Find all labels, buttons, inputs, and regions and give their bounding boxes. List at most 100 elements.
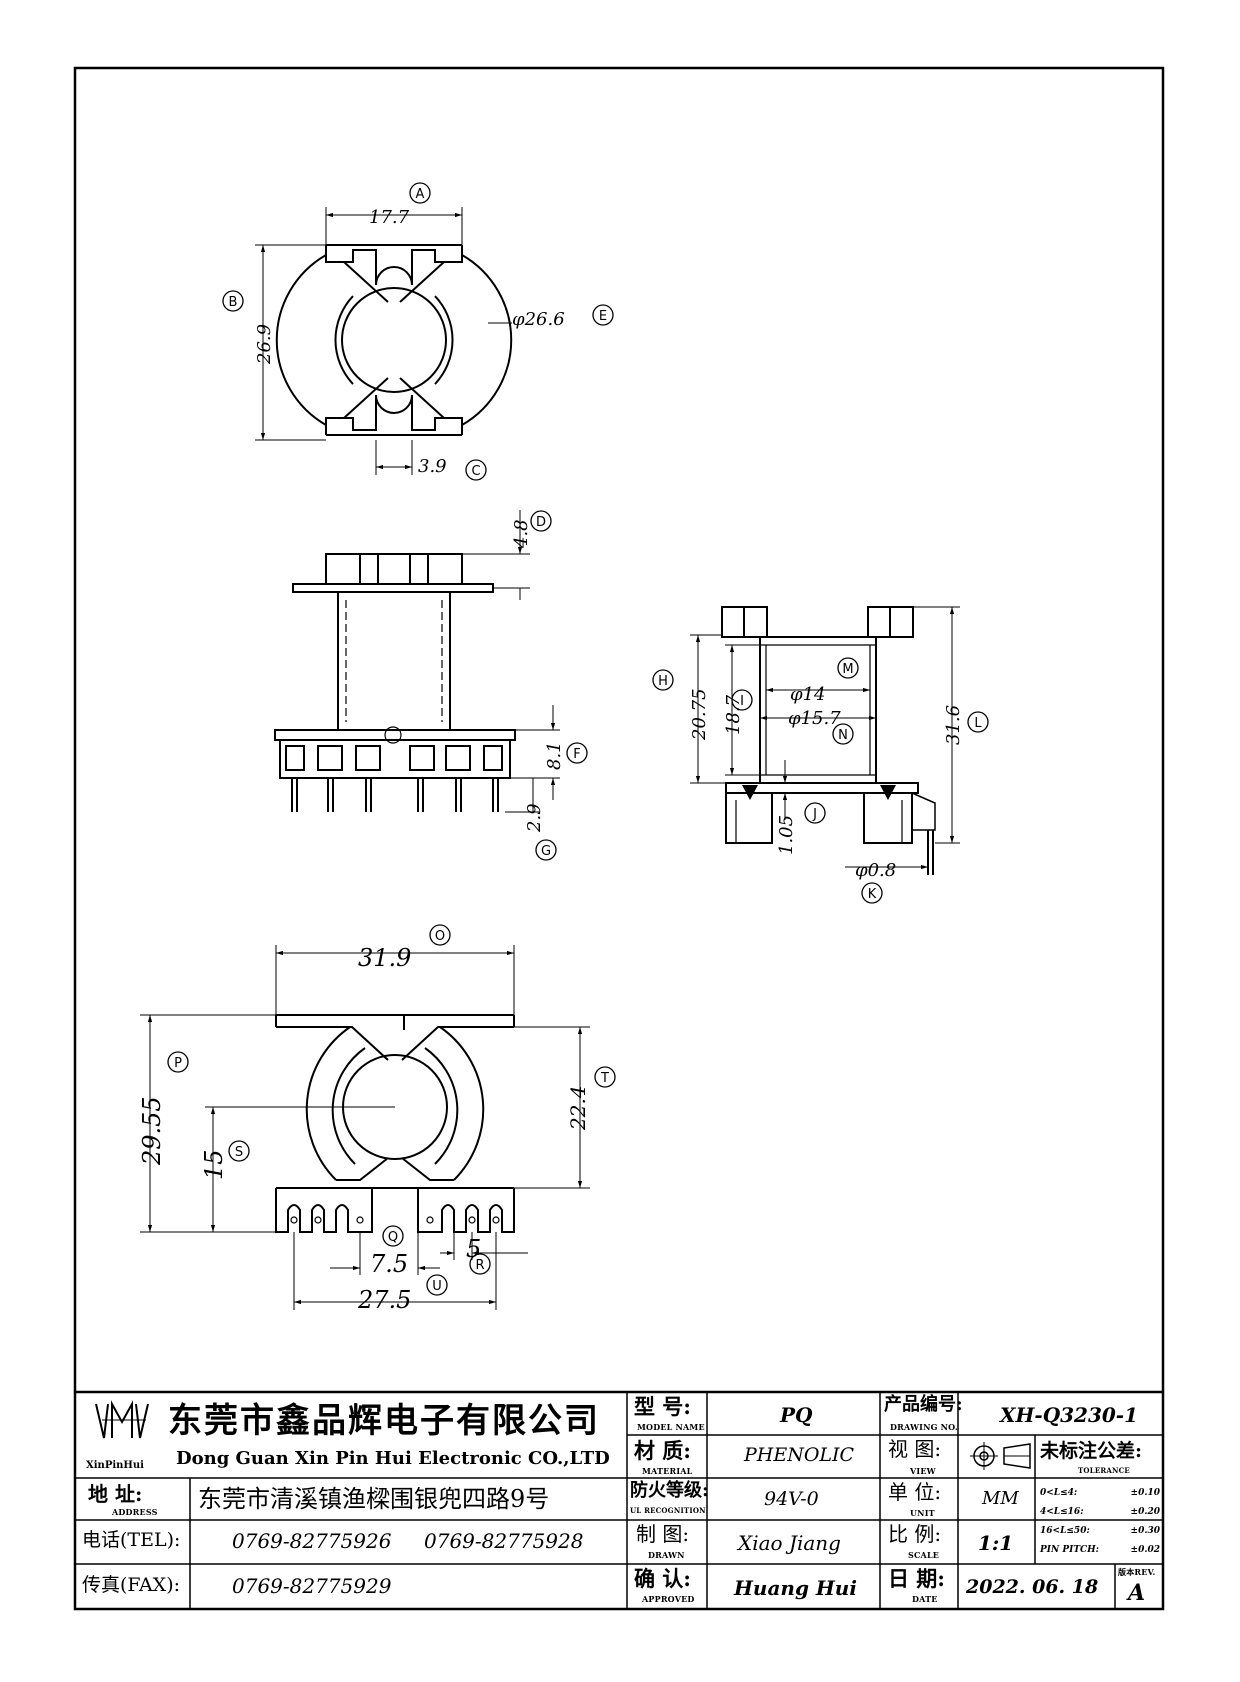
tolerance-label-en: TOLERANCE <box>1078 1466 1130 1475</box>
tolerance-label: 未标注公差: <box>1040 1440 1143 1462</box>
drawn-value: Xiao Jiang <box>738 1531 841 1555</box>
view-label-en: VIEW <box>910 1466 936 1476</box>
tag-k <box>861 882 883 904</box>
logo-caption: XinPinHui <box>86 1460 144 1471</box>
tag-n <box>832 723 854 745</box>
drawing-no-label-en: DRAWING NO. <box>890 1422 958 1432</box>
material-label: 材 质: <box>634 1438 692 1463</box>
material-value: PHENOLIC <box>744 1444 855 1466</box>
dim-section-gap: 1.05 <box>776 815 797 855</box>
dim-top-slot: 3.9 <box>418 456 447 477</box>
revision-value: A <box>1128 1580 1146 1606</box>
svg-text:M: M <box>842 662 853 677</box>
dim-section-d-outer: φ15.7 <box>788 708 841 729</box>
svg-text:A: A <box>416 187 425 202</box>
svg-text:F: F <box>573 747 580 762</box>
dim-bottom-pitch-a: 7.5 <box>370 1250 408 1278</box>
svg-text:S: S <box>235 1145 243 1160</box>
tag-q <box>382 1225 404 1247</box>
dim-top-height: 26.9 <box>254 324 275 365</box>
svg-text:C: C <box>471 464 480 479</box>
approved-label: 确 认: <box>634 1566 692 1591</box>
approved-value: Huang Hui <box>734 1576 857 1600</box>
tolerance-row: 16<L≤50:±0.30 <box>1040 1526 1160 1536</box>
tag-l <box>967 711 989 733</box>
section-view <box>690 606 960 875</box>
side-view <box>274 510 560 813</box>
tag-m <box>837 657 859 679</box>
dim-side-flange: 4.8 <box>511 519 532 549</box>
svg-text:P: P <box>174 1056 182 1071</box>
tag-s <box>228 1140 250 1162</box>
date-value: 2022. 06. 18 <box>966 1576 1099 1598</box>
scale-value: 1:1 <box>978 1531 1014 1555</box>
svg-text:J: J <box>812 807 817 822</box>
dim-bottom-height: 29.55 <box>138 1096 166 1166</box>
drawn-label: 制 图: <box>636 1522 690 1546</box>
tolerance-row: PIN PITCH:±0.02 <box>1040 1545 1160 1555</box>
material-label-en: MATERIAL <box>642 1466 693 1476</box>
address-label-en: ADDRESS <box>112 1507 158 1517</box>
dim-bottom-width: 31.9 <box>358 944 411 972</box>
tolerance-row: 0<L≤4:±0.10 <box>1040 1488 1160 1498</box>
dim-side-base: 8.1 <box>544 741 565 770</box>
tag-p <box>167 1051 189 1073</box>
tag-f <box>566 742 588 764</box>
tag-o <box>429 924 451 946</box>
svg-text:N: N <box>838 728 848 743</box>
address-value: 东莞市清溪镇渔樑围银兜四路9号 <box>198 1485 550 1513</box>
dim-top-diameter: φ26.6 <box>512 309 565 330</box>
tag-e <box>592 304 614 326</box>
tolerance-row: 4<L≤16:±0.20 <box>1040 1507 1160 1517</box>
drawn-label-en: DRAWN <box>648 1550 685 1560</box>
tag-t <box>594 1066 616 1088</box>
svg-text:K: K <box>868 887 877 902</box>
tel-1: 0769-82775926 <box>232 1529 392 1553</box>
unit-label-en: UNIT <box>910 1508 935 1518</box>
flame-label: 防火等级: <box>630 1480 709 1501</box>
dim-section-h-inner: 20.75 <box>689 688 710 741</box>
svg-text:L: L <box>974 716 982 731</box>
tag-h <box>652 669 674 691</box>
dim-top-width: 17.7 <box>369 207 410 228</box>
tag-b <box>222 290 244 312</box>
model-label: 型 号: <box>634 1394 692 1419</box>
address-label: 地 址: <box>88 1482 143 1506</box>
tag-c <box>465 459 487 481</box>
title-block-grid <box>75 1390 1163 1609</box>
svg-text:R: R <box>475 1258 484 1273</box>
drawing-border <box>73 66 1165 1611</box>
scale-label-en: SCALE <box>908 1550 940 1560</box>
svg-text:G: G <box>541 844 551 859</box>
dim-section-pin-dia: φ0.8 <box>855 860 896 881</box>
fax-value: 0769-82775929 <box>232 1574 392 1598</box>
svg-text:U: U <box>432 1279 442 1294</box>
svg-text:Q: Q <box>388 1230 398 1245</box>
drawing-no-value: XH-Q3230-1 <box>1000 1403 1139 1427</box>
company-logo-icon <box>95 1400 149 1439</box>
dim-bottom-pitch-b: 5 <box>466 1235 481 1263</box>
dim-bottom-center: 15 <box>200 1149 228 1180</box>
company-name-en: Dong Guan Xin Pin Hui Electronic CO.,LTD <box>176 1448 610 1469</box>
svg-text:E: E <box>599 309 607 324</box>
dim-bottom-inner: 22.4 <box>566 1085 590 1131</box>
tag-u <box>426 1274 448 1296</box>
dim-side-pin: 2.9 <box>524 803 545 833</box>
date-label: 日 期: <box>888 1566 946 1591</box>
tag-d <box>530 510 552 532</box>
unit-value: MM <box>982 1488 1019 1509</box>
dim-section-d-inner: φ14 <box>790 684 826 705</box>
dim-section-total: 31.6 <box>943 705 964 745</box>
top-view <box>255 207 513 475</box>
tag-g <box>535 839 557 861</box>
svg-text:H: H <box>658 674 668 689</box>
model-value: PQ <box>780 1403 813 1427</box>
unit-label: 单 位: <box>888 1480 942 1504</box>
svg-text:I: I <box>740 694 744 709</box>
tolerance-table: 0<L≤4:±0.10 4<L≤16:±0.20 16<L≤50:±0.30 P… <box>1040 1484 1160 1560</box>
svg-text:T: T <box>600 1071 609 1086</box>
tag-r <box>469 1253 491 1275</box>
revision-label: 版本REV. <box>1118 1567 1156 1577</box>
bottom-view <box>140 945 590 1310</box>
